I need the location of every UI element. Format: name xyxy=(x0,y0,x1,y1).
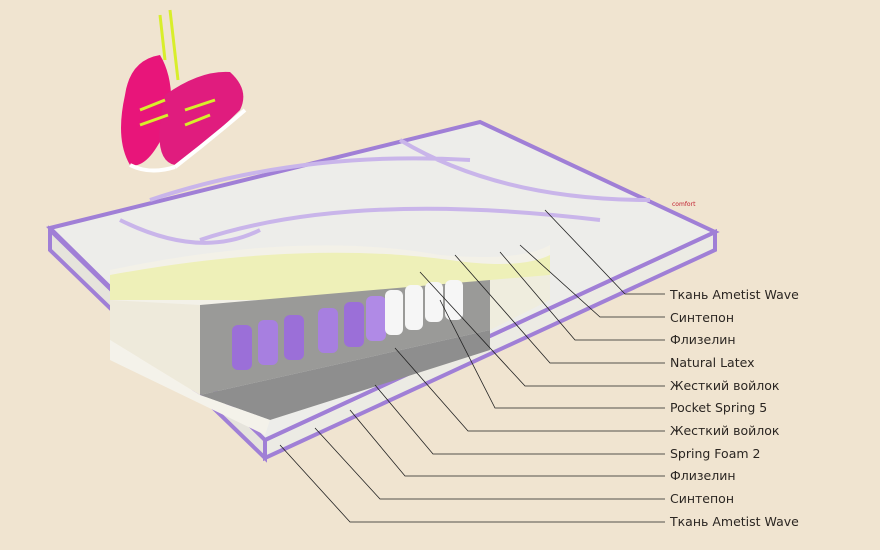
layer-label: Natural Latex xyxy=(670,355,755,370)
brand-logo: comfort xyxy=(672,201,696,208)
layer-label: Ткань Ametist Wave xyxy=(670,287,799,302)
layer-label: Жесткий войлок xyxy=(670,378,780,393)
leader-lines xyxy=(279,209,665,523)
layer-label: Spring Foam 2 xyxy=(670,446,761,461)
layer-label: Синтепон xyxy=(670,491,734,506)
layer-label: Флизелин xyxy=(670,332,736,347)
sneakers-image xyxy=(121,9,247,173)
layer-label: Жесткий войлок xyxy=(670,423,780,438)
mattress: comfort xyxy=(46,119,720,463)
layer-label: Ткань Ametist Wave xyxy=(670,514,799,529)
layer-label: Синтепон xyxy=(670,310,734,325)
layer-label: Pocket Spring 5 xyxy=(670,400,768,415)
layer-label: Флизелин xyxy=(670,468,736,483)
